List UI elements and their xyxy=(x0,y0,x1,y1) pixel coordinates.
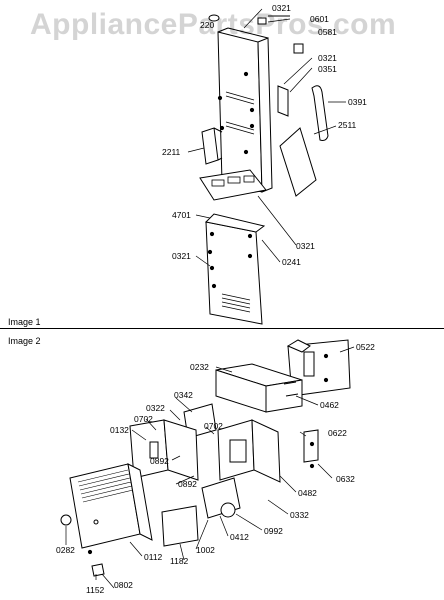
part-1152 xyxy=(91,563,105,577)
middle-shelf xyxy=(199,169,267,201)
lower-plate-screws xyxy=(207,231,253,289)
part-0622 xyxy=(303,429,319,463)
label-0522: 0522 xyxy=(356,342,375,352)
part-2211 xyxy=(201,127,219,165)
label-0351: 0351 xyxy=(318,64,337,74)
part-0282 xyxy=(60,514,72,526)
label-0321-c: 0321 xyxy=(172,251,191,261)
label-0132: 0132 xyxy=(110,425,129,435)
label-0322: 0322 xyxy=(146,403,165,413)
part-0391 xyxy=(311,85,329,141)
label-4701: 4701 xyxy=(172,210,191,220)
part-0992 xyxy=(220,502,236,518)
label-0321-a: 0321 xyxy=(272,3,291,13)
label-0332: 0332 xyxy=(290,510,309,520)
label-220: 220 xyxy=(200,20,215,30)
label-0581: 0581 xyxy=(318,27,337,37)
part-0112-side xyxy=(127,463,153,541)
label-0462: 0462 xyxy=(320,400,339,410)
part-0601 xyxy=(257,17,267,25)
image2-screws xyxy=(87,353,329,555)
part-2511 xyxy=(279,127,317,197)
label-0632: 0632 xyxy=(336,474,355,484)
back-plate-upper xyxy=(217,31,263,193)
label-0241: 0241 xyxy=(282,257,301,267)
label-0112: 0112 xyxy=(144,552,163,562)
upper-plate-screws xyxy=(217,71,255,155)
label-0992: 0992 xyxy=(264,526,283,536)
label-0802: 0802 xyxy=(114,580,133,590)
label-0892-b: 0892 xyxy=(178,479,197,489)
label-1152: 1152 xyxy=(86,585,105,595)
label-0282: 0282 xyxy=(56,545,75,555)
part-0581 xyxy=(293,43,304,54)
part-1182 xyxy=(161,505,199,547)
label-0892-a: 0892 xyxy=(150,456,169,466)
leaders-image1 xyxy=(187,8,346,267)
label-2511: 2511 xyxy=(338,120,357,130)
back-plate-lower-side xyxy=(204,213,266,233)
section-title-image1: Image 1 xyxy=(8,317,41,327)
label-0702-a: 0702 xyxy=(134,414,153,424)
label-0412: 0412 xyxy=(230,532,249,542)
label-0601: 0601 xyxy=(310,14,329,24)
middle-shelf-slots xyxy=(211,175,255,187)
bezel-grille xyxy=(77,469,134,503)
part-0132-side xyxy=(163,419,199,481)
section-divider xyxy=(0,328,444,329)
label-2211: 2211 xyxy=(162,147,181,157)
watermark: AppliancePartsPros.com xyxy=(30,8,397,41)
section-title-image2: Image 2 xyxy=(8,336,41,346)
label-0391: 0391 xyxy=(348,97,367,107)
part-0462-pins xyxy=(283,381,299,397)
label-1002: 1002 xyxy=(196,545,215,555)
label-0622: 0622 xyxy=(328,428,347,438)
upper-plate-vents xyxy=(225,91,255,135)
label-0232: 0232 xyxy=(190,362,209,372)
part-0482-face xyxy=(251,419,281,483)
part-0522-flange xyxy=(286,339,311,353)
label-0321-d: 0321 xyxy=(296,241,315,251)
back-plate-upper-side xyxy=(257,37,273,193)
label-1182: 1182 xyxy=(170,556,189,566)
part-220 xyxy=(208,14,220,22)
lower-plate-vents xyxy=(221,293,251,313)
label-0321-b: 0321 xyxy=(318,53,337,63)
part-0351 xyxy=(277,85,289,117)
label-0482: 0482 xyxy=(298,488,317,498)
part-0232-side xyxy=(265,379,303,413)
label-0702-b: 0702 xyxy=(204,421,223,431)
leaders-image2 xyxy=(65,346,355,589)
part-0112 xyxy=(69,463,141,549)
label-0342: 0342 xyxy=(174,390,193,400)
